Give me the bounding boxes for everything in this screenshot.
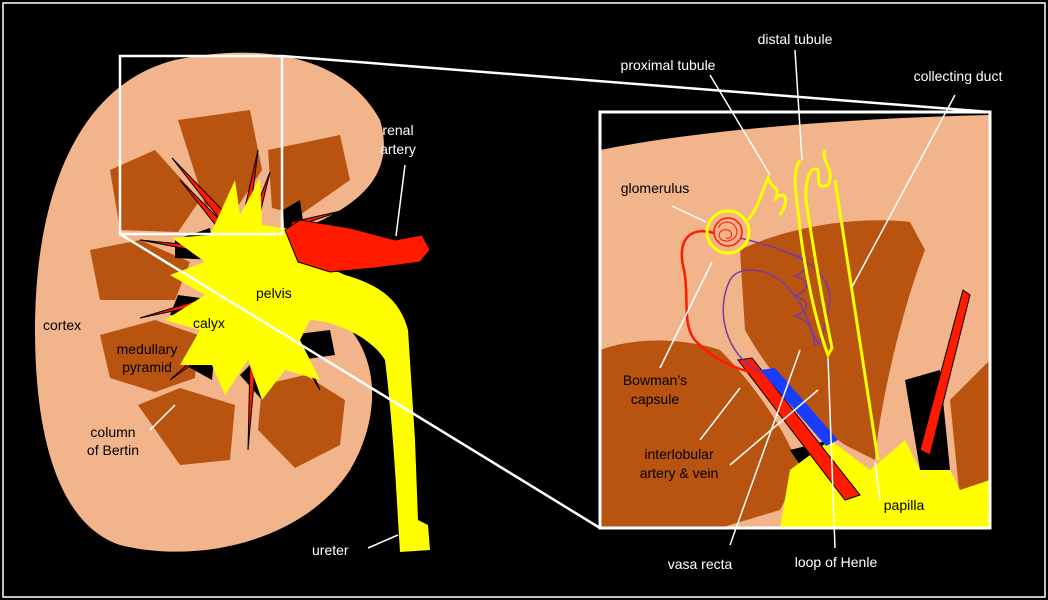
pyramid — [100, 320, 198, 392]
bowmans-capsule-circle — [705, 209, 751, 255]
calyx-label: calyx — [193, 315, 225, 331]
inset-frame — [598, 110, 992, 530]
renal-artery-label-line1: renal — [382, 122, 413, 138]
glomerulus-capillaries — [717, 221, 738, 242]
zoom-connector-top — [281, 54, 991, 114]
medullary-pyramids — [90, 110, 350, 468]
zoom-region-box — [118, 54, 284, 236]
vasa-recta-label: vasa recta — [668, 556, 733, 572]
pyramid — [138, 388, 235, 465]
vasa-recta-loop — [722, 237, 831, 373]
inset-pyramid — [950, 360, 990, 500]
bowmans-capsule-label-line1: Bowman’s — [623, 372, 687, 388]
medullary-pyramid-label-line2: pyramid — [122, 359, 172, 375]
kidney-cross-section — [35, 52, 431, 552]
cortex-label: cortex — [43, 317, 81, 333]
pyramid — [178, 110, 262, 215]
inset-pyramid — [740, 220, 925, 460]
pyramid — [268, 135, 350, 215]
inset-artery-right — [919, 289, 971, 456]
pyramid — [258, 375, 345, 468]
pelvis-label: pelvis — [256, 285, 292, 301]
inset-interlobular-artery — [737, 357, 861, 501]
renal-artery — [284, 219, 431, 273]
pyramid — [90, 240, 190, 300]
interlobular-label-line2: artery & vein — [640, 465, 719, 481]
proximal-tubule-label: proximal tubule — [621, 57, 716, 73]
interlobular-label-line1: interlobular — [644, 446, 714, 462]
loop-of-henle-path — [792, 254, 821, 346]
medullary-pyramid-label-line1: medullary — [117, 341, 178, 357]
glomerulus-label: glomerulus — [621, 180, 689, 196]
proximal-tubule-path — [746, 174, 787, 221]
collecting-duct-path — [833, 179, 880, 461]
inset-pyramid — [600, 340, 800, 528]
column-of-bertin-label-line2: of Bertin — [87, 442, 139, 458]
ureter-label: ureter — [312, 542, 349, 558]
bowmans-capsule-label-line2: capsule — [631, 391, 679, 407]
renal-pelvis — [165, 178, 430, 552]
leader-lines — [149, 49, 956, 549]
column-of-bertin-label-line1: column — [90, 424, 135, 440]
labels: renal artery cortex pelvis calyx medulla… — [43, 31, 1002, 572]
loop-of-henle-label: loop of Henle — [795, 554, 878, 570]
pyramid — [110, 150, 200, 232]
distal-tubule-path — [793, 149, 834, 359]
distal-tubule-label: distal tubule — [758, 31, 833, 47]
renal-artery-label-line2: artery — [380, 141, 416, 157]
papilla-label: papilla — [884, 497, 925, 513]
afferent-arteriole — [680, 230, 751, 374]
zoom-connector-bottom — [119, 232, 601, 530]
collecting-duct-label: collecting duct — [914, 68, 1003, 84]
